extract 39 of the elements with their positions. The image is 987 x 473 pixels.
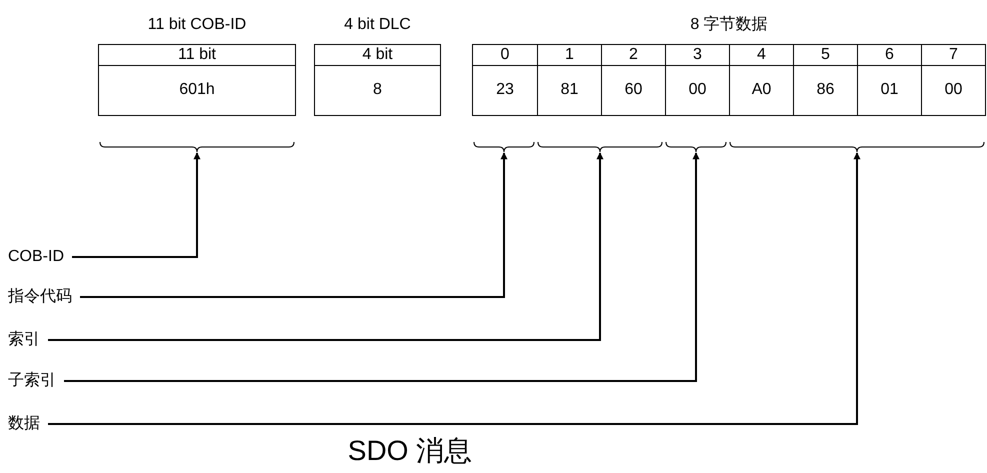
byte-index: 3 bbox=[666, 45, 729, 66]
field-label: 指令代码 bbox=[8, 287, 72, 307]
bit-width-cell: 4 bit bbox=[315, 45, 440, 66]
leader-line bbox=[72, 152, 200, 258]
brace bbox=[100, 142, 294, 152]
byte-value: 60 bbox=[624, 80, 644, 100]
field-heading: 11 bit COB-ID bbox=[146, 15, 248, 35]
field-heading: 4 bit DLC bbox=[343, 15, 412, 35]
byte-value: 00 bbox=[688, 80, 708, 100]
leader-line bbox=[80, 152, 508, 298]
byte-index: 7 bbox=[922, 45, 985, 66]
byte-value: A0 bbox=[750, 80, 772, 100]
field-label: COB-ID bbox=[8, 247, 64, 267]
byte-value: 00 bbox=[944, 80, 964, 100]
byte-value: 86 bbox=[816, 80, 836, 100]
bit-width-cell: 11 bit bbox=[99, 45, 295, 66]
brace bbox=[474, 142, 534, 152]
byte-index: 0 bbox=[473, 45, 537, 66]
byte-index: 2 bbox=[602, 45, 665, 66]
leader-line bbox=[64, 152, 700, 382]
brace bbox=[538, 142, 662, 152]
field-heading: 8 字节数据 bbox=[689, 14, 769, 35]
byte-index: 6 bbox=[858, 45, 921, 66]
field-label: 索引 bbox=[8, 330, 40, 350]
byte-index: 1 bbox=[538, 45, 601, 66]
caption: SDO 消息 bbox=[346, 434, 474, 468]
byte-value: 23 bbox=[495, 80, 515, 100]
field-value: 8 bbox=[372, 80, 383, 100]
byte-index: 4 bbox=[730, 45, 793, 66]
byte-index: 5 bbox=[794, 45, 857, 66]
byte-value: 01 bbox=[880, 80, 900, 100]
field-label: 数据 bbox=[8, 414, 40, 434]
leader-line bbox=[48, 152, 860, 425]
leader-line bbox=[48, 152, 604, 341]
field-label: 子索引 bbox=[8, 371, 56, 391]
brace bbox=[666, 142, 726, 152]
brace bbox=[730, 142, 984, 152]
field-value: 601h bbox=[178, 80, 216, 100]
byte-value: 81 bbox=[560, 80, 580, 100]
